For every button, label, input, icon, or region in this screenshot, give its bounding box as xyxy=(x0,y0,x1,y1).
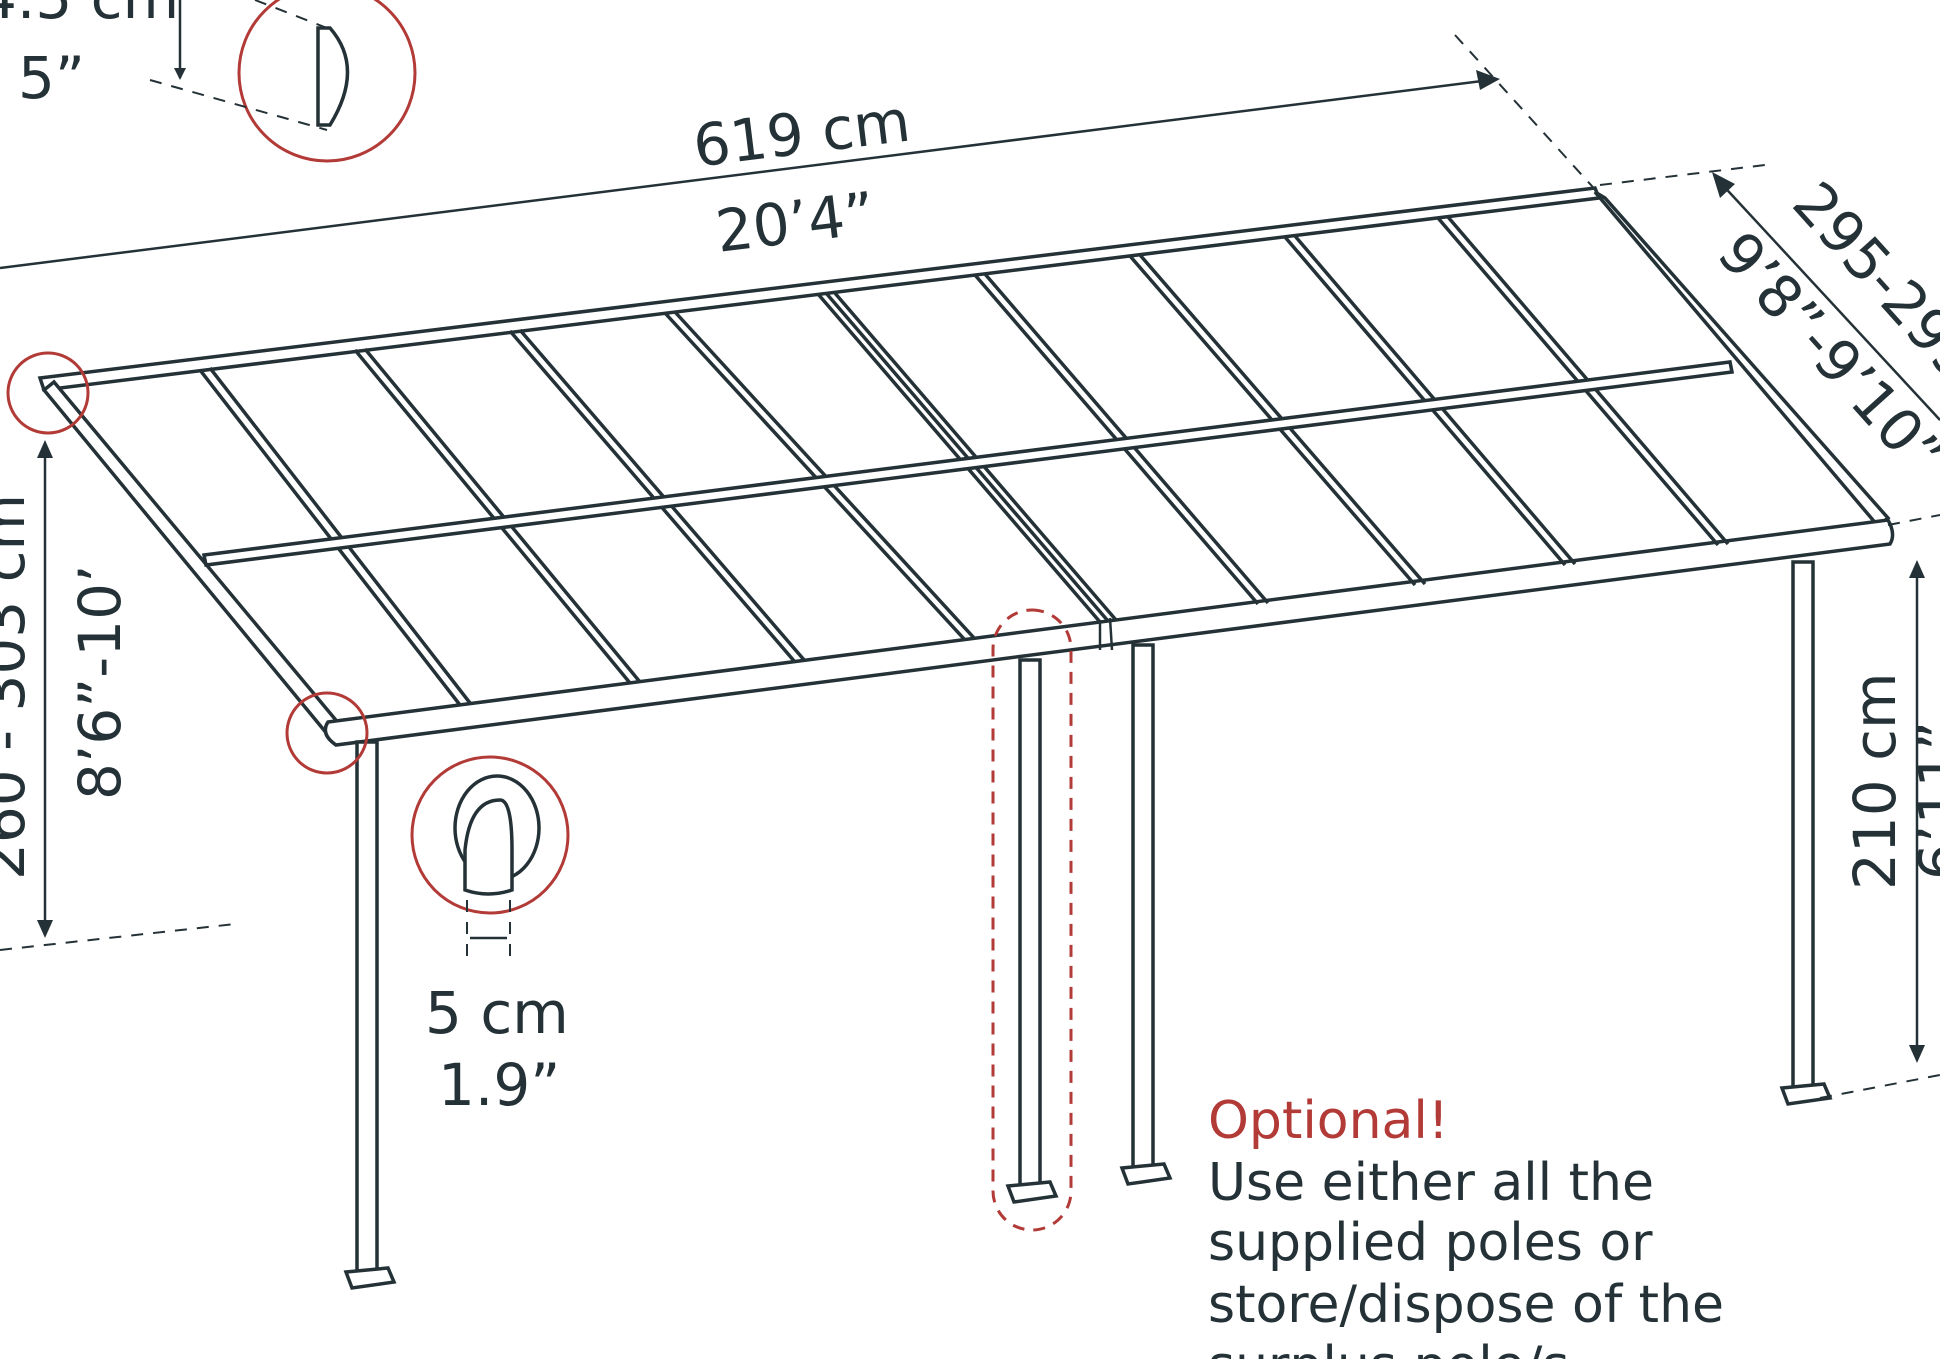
note-line: store/dispose of the xyxy=(1208,1275,1724,1335)
dimension-lines xyxy=(0,34,1940,1099)
posts xyxy=(343,560,1833,1290)
gutter-imperial-label: 5” xyxy=(18,44,85,112)
roof xyxy=(37,186,1895,747)
note-line: surplus pole/s. xyxy=(1208,1336,1586,1359)
front-height-cm-label: 210 cm xyxy=(1841,672,1909,890)
note-title: Optional! xyxy=(1208,1091,1449,1151)
post-front-left xyxy=(343,740,397,1290)
gutter-detail xyxy=(149,0,417,163)
back-height-imperial-label: 8’6”-10’ xyxy=(66,565,134,800)
optional-post-highlight xyxy=(991,608,1073,1232)
note-line: supplied poles or xyxy=(1208,1213,1653,1273)
gutter-cm-label: 4.5 cm xyxy=(0,0,179,32)
corner-detail-marker-front xyxy=(285,691,369,775)
length-cm-label: 619 cm xyxy=(690,87,914,181)
note-line: Use either all the xyxy=(1208,1153,1654,1213)
back-height-cm-label: 260 - 303 cm xyxy=(0,494,38,880)
post-optional xyxy=(1005,658,1059,1204)
length-imperial-label: 20’4” xyxy=(712,179,878,266)
optional-note: Optional! Use either all the supplied po… xyxy=(1208,1091,1724,1359)
pole-cm-label: 5 cm xyxy=(425,979,569,1047)
post-front-right xyxy=(1779,560,1833,1106)
corner-detail-marker-top xyxy=(6,351,90,435)
pole-detail xyxy=(410,755,570,960)
pole-imperial-label: 1.9” xyxy=(438,1051,560,1119)
post-middle xyxy=(1119,643,1173,1186)
front-height-imperial-label: 6’11” xyxy=(1906,721,1940,880)
